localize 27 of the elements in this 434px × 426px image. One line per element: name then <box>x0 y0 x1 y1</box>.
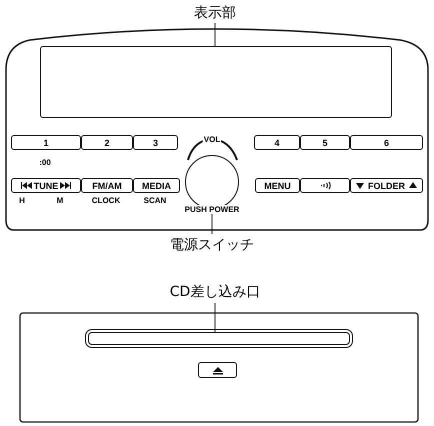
button-caption: M <box>56 196 64 205</box>
leader-line <box>214 22 216 46</box>
button-caption: VOL <box>202 135 222 144</box>
button-caption: PUSH POWER <box>184 205 240 214</box>
panel-button: 3 <box>133 135 178 150</box>
button-caption: SCAN <box>142 196 168 205</box>
callout-label: CD差し込み口 <box>165 281 265 303</box>
callout-label: 表示部 <box>185 3 245 23</box>
leader-line <box>214 302 216 332</box>
disc-slot <box>88 332 350 345</box>
panel-button: FOLDER <box>350 178 423 193</box>
panel-button <box>300 178 350 193</box>
panel-button: 6 <box>350 135 423 150</box>
panel-button: TUNE <box>11 178 81 193</box>
panel-button: 4 <box>254 135 300 150</box>
panel-button: 5 <box>300 135 350 150</box>
display-window <box>40 46 392 118</box>
eject-button <box>198 362 237 378</box>
button-caption: H <box>18 196 26 205</box>
button-caption: :00 <box>38 158 52 167</box>
callout-label: 電源スイッチ <box>162 234 262 256</box>
panel-button: 1 <box>11 135 81 150</box>
panel-button: MENU <box>255 178 300 193</box>
button-caption: CLOCK <box>90 196 122 205</box>
panel-button: 2 <box>81 135 133 150</box>
panel-button: MEDIA <box>133 178 180 193</box>
panel-button: FM/AM <box>81 178 133 193</box>
